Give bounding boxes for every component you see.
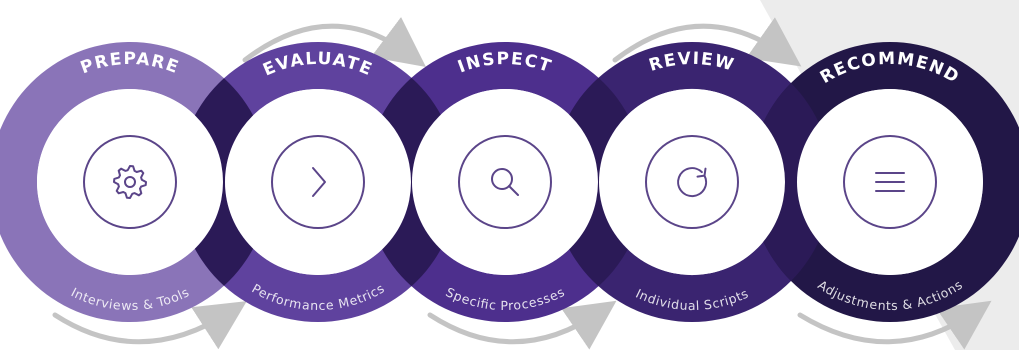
gear-icon xyxy=(113,165,147,199)
refresh-icon xyxy=(677,167,708,198)
stage-center-inspect xyxy=(412,89,598,275)
stage-center-prepare xyxy=(37,89,223,275)
flow-arrows xyxy=(52,17,992,350)
flow-arrow-bottom-3 xyxy=(797,300,992,350)
stage-centers xyxy=(37,89,983,275)
icon-circle-recommend xyxy=(843,135,937,229)
menu-icon xyxy=(875,172,905,192)
icon-circle-review xyxy=(645,135,739,229)
stage-ring-recommend xyxy=(750,42,1019,322)
search-icon xyxy=(491,168,519,196)
flow-arrow-top-1 xyxy=(242,17,427,67)
icon-circle-inspect xyxy=(458,135,552,229)
chevron-right-icon xyxy=(312,167,326,197)
icon-circle-prepare xyxy=(83,135,177,229)
flow-arrow-bottom-1 xyxy=(52,301,247,350)
stage-center-review xyxy=(599,89,785,275)
ring-overlap-2 xyxy=(365,42,458,322)
icon-circle-evaluate xyxy=(271,135,365,229)
stage-center-evaluate xyxy=(225,89,411,275)
flow-arrow-bottom-2 xyxy=(427,300,617,350)
flow-arrow-top-2 xyxy=(612,17,802,67)
ring-overlap-3 xyxy=(552,42,645,322)
ring-overlap-1 xyxy=(178,42,270,322)
